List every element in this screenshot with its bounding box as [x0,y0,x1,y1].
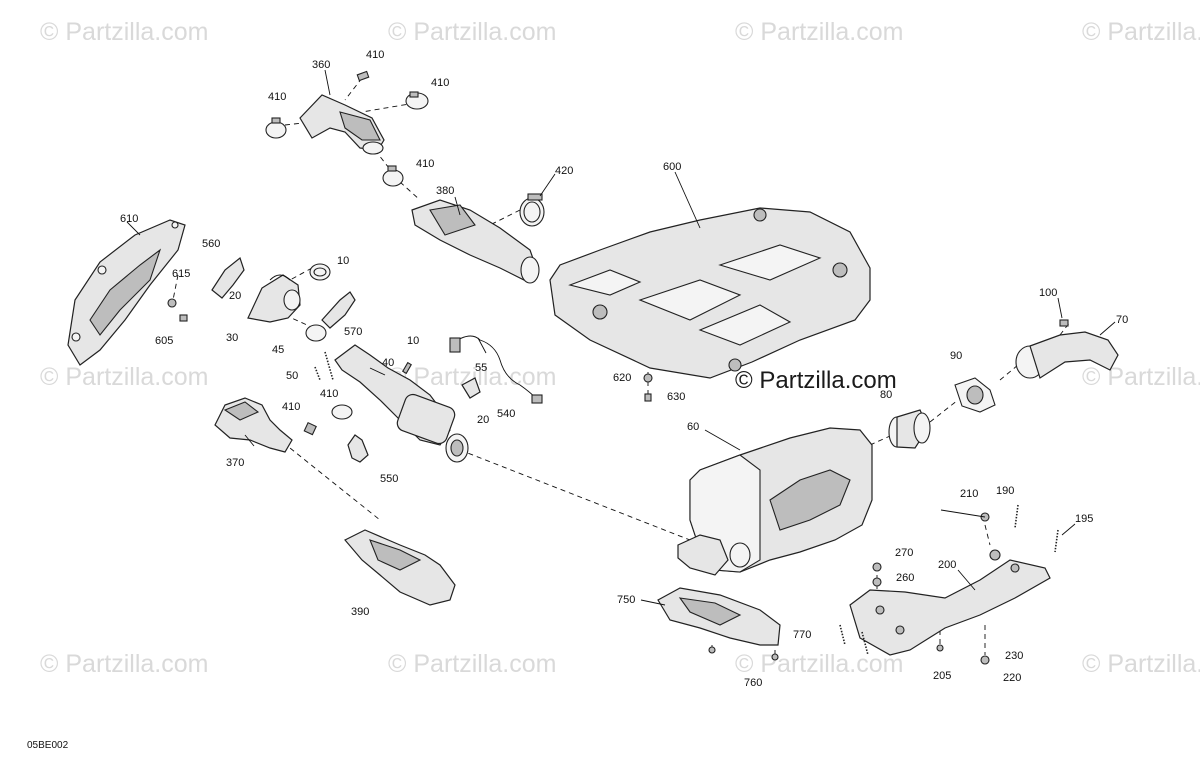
watermark-text: © Partzilla.com [40,18,208,46]
part-90-gasket [954,377,996,413]
callout-620: 620 [613,372,631,384]
callout-200: 200 [938,559,956,571]
callout-570: 570 [344,326,362,338]
part-60-muffler [677,427,873,576]
part-600-skid-plate [549,207,871,379]
part-360-pipe [299,94,385,155]
callout-45: 45 [272,344,284,356]
callout-70: 70 [1116,314,1128,326]
callout-390: 390 [351,606,369,618]
callout-600: 600 [663,161,681,173]
callout-60: 60 [687,421,699,433]
callout-630: 630 [667,391,685,403]
callout-30: 30 [226,332,238,344]
callout-80: 80 [880,389,892,401]
callout-760: 760 [744,677,762,689]
callout-230: 230 [1005,650,1023,662]
callout-750: 750 [617,594,635,606]
part-370-pipe [214,397,293,453]
callout-410: 410 [282,401,300,413]
diagram-code: 05BE002 [27,740,69,751]
callout-550: 550 [380,473,398,485]
watermark-text: © Partzilla.com [1082,650,1200,678]
gasket-10-icons [309,263,412,375]
watermark-text: © Partzilla.com [388,650,556,678]
watermark-text: © Partzilla.com [1082,18,1200,46]
watermark-text: © Partzilla.com [40,363,208,391]
part-550-sensor [347,434,369,463]
callout-20: 20 [477,414,489,426]
callout-615: 615 [172,268,190,280]
watermark-text: © Partzilla.com [388,18,556,46]
callout-270: 270 [895,547,913,559]
callout-410: 410 [416,158,434,170]
part-750-heat-shield [657,587,781,646]
callout-410: 410 [320,388,338,400]
callout-410: 410 [268,91,286,103]
part-55-sensor [449,335,543,404]
spring-45-50-icons [314,351,334,381]
part-570-shield [305,291,356,342]
center-watermark: © Partzilla.com [735,367,897,394]
callout-770: 770 [793,629,811,641]
callout-205: 205 [933,670,951,682]
callout-100: 100 [1039,287,1057,299]
bolt-icons [167,298,653,402]
callout-210: 210 [960,488,978,500]
clamp-410-icons [265,70,429,436]
hardware-icons [708,512,990,665]
part-200-bracket [849,549,1051,656]
part-40-muffler-pipe [334,344,469,463]
callout-90: 90 [950,350,962,362]
callout-540: 540 [497,408,515,420]
watermark-text: © Partzilla.com [40,650,208,678]
callout-380: 380 [436,185,454,197]
part-560-bracket [211,256,245,299]
assembly-lines [171,77,1071,660]
callout-410: 410 [431,77,449,89]
callout-260: 260 [896,572,914,584]
leader-lines [126,69,1116,606]
callout-420: 420 [555,165,573,177]
callout-190: 190 [996,485,1014,497]
parts [67,70,1119,665]
part-30-pipe [247,274,301,323]
callout-40: 40 [382,357,394,369]
watermark-text: © Partzilla.com [735,650,903,678]
callout-560: 560 [202,238,220,250]
watermarks: © Partzilla.com © Partzilla.com © Partzi… [40,18,1200,678]
part-380-pipe [411,199,540,284]
callout-370: 370 [226,457,244,469]
watermark-text: © Partzilla.com [1082,363,1200,391]
springs-190-195 [839,504,1059,656]
callout-10: 10 [337,255,349,267]
callout-410: 410 [366,49,384,61]
callout-220: 220 [1003,672,1021,684]
part-420-clamp [519,193,545,227]
callout-55: 55 [475,362,487,374]
watermark-text: © Partzilla.com [735,18,903,46]
callout-195: 195 [1075,513,1093,525]
callout-labels: 360 410 410 410 410 410 410 420 380 600 … [120,49,1128,689]
callout-605: 605 [155,335,173,347]
callout-610: 610 [120,213,138,225]
part-610-heat-shield [67,219,186,366]
part-70-100-outlet [1015,319,1119,379]
callout-10: 10 [407,335,419,347]
part-80-sleeve [888,409,931,449]
callout-360: 360 [312,59,330,71]
part-390-heat-shield [344,529,456,606]
callout-50: 50 [286,370,298,382]
callout-20: 20 [229,290,241,302]
